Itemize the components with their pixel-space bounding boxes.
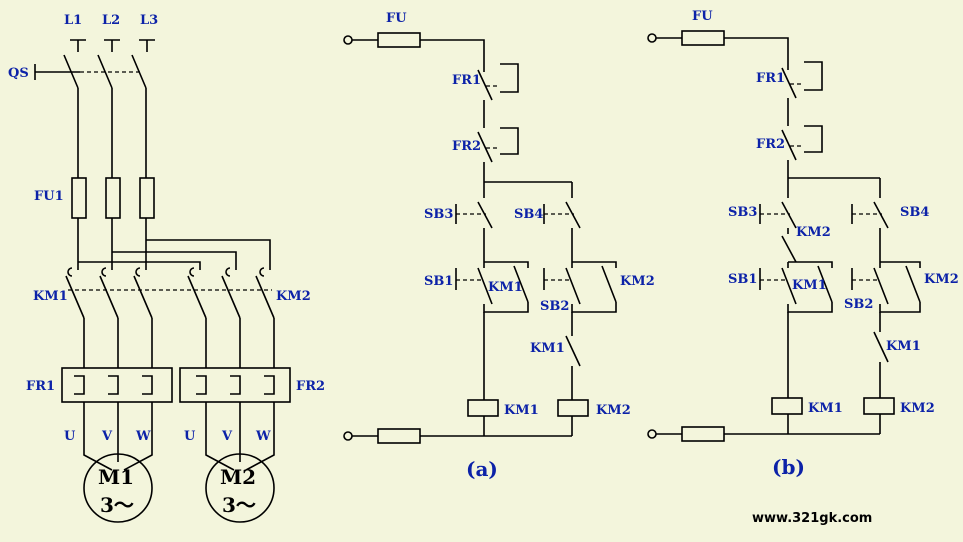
label-w2: W — [255, 429, 271, 444]
a-label-fu: FU — [386, 11, 407, 26]
a-label-sb3: SB3 — [424, 207, 453, 222]
caption-b: (b) — [772, 455, 805, 479]
caption-a: (a) — [466, 457, 498, 481]
b-label-sb1: SB1 — [728, 272, 757, 287]
label-l2: L2 — [102, 13, 120, 28]
control-circuit-b: FU FR1 FR2 SB3 SB4 KM2 SB1 KM1 SB2 KM2 K… — [647, 9, 959, 479]
b-label-fu: FU — [692, 9, 713, 24]
motor-m1 — [83, 453, 153, 523]
label-m1-phase: 3～ — [100, 493, 134, 517]
label-w1: W — [135, 429, 151, 444]
b-label-fr2: FR2 — [756, 137, 785, 152]
label-u2: U — [184, 429, 196, 444]
b-label-km1-coil: KM1 — [808, 401, 843, 416]
a-label-sb2: SB2 — [540, 299, 569, 314]
b-label-km2-contact: KM2 — [924, 272, 959, 287]
label-m1: M1 — [98, 465, 134, 489]
label-qs: QS — [8, 66, 29, 81]
label-km1: KM1 — [33, 289, 68, 304]
motor-m2 — [205, 453, 275, 523]
label-v2: V — [221, 429, 233, 444]
a-label-fr2: FR2 — [452, 139, 481, 154]
label-fu1: FU1 — [34, 189, 64, 204]
a-label-km2-contact: KM2 — [620, 274, 655, 289]
b-label-sb2: SB2 — [844, 297, 873, 312]
a-label-km2-coil: KM2 — [596, 403, 631, 418]
label-fr1: FR1 — [26, 379, 55, 394]
a-label-km1-coil: KM1 — [504, 403, 539, 418]
a-label-sb4: SB4 — [514, 207, 543, 222]
a-label-fr1: FR1 — [452, 73, 481, 88]
control-circuit-a: FU FR1 FR2 SB3 SB4 SB1 KM1 SB2 KM2 KM1 K… — [343, 11, 655, 481]
label-m2-phase: 3～ — [222, 493, 256, 517]
label-l3: L3 — [140, 13, 158, 28]
label-m2: M2 — [220, 465, 256, 489]
main-circuit: L1 L2 L3 QS FU1 KM1 KM2 FR1 FR2 U V W U … — [8, 13, 325, 523]
a-label-sb1: SB1 — [424, 274, 453, 289]
b-label-km2-coil: KM2 — [900, 401, 935, 416]
label-km2: KM2 — [276, 289, 311, 304]
b-label-sb3: SB3 — [728, 205, 757, 220]
b-label-km1-interlock: KM1 — [886, 339, 921, 354]
label-v1: V — [101, 429, 113, 444]
b-label-km2-interlock: KM2 — [796, 225, 831, 240]
label-l1: L1 — [64, 13, 82, 28]
a-label-km1-interlock: KM1 — [530, 341, 565, 356]
b-label-sb4: SB4 — [900, 205, 929, 220]
b-label-fr1: FR1 — [756, 71, 785, 86]
watermark: www.321gk.com — [752, 511, 872, 526]
label-u1: U — [64, 429, 76, 444]
b-label-km1-contact: KM1 — [792, 278, 827, 293]
label-fr2: FR2 — [296, 379, 325, 394]
a-label-km1-contact: KM1 — [488, 280, 523, 295]
